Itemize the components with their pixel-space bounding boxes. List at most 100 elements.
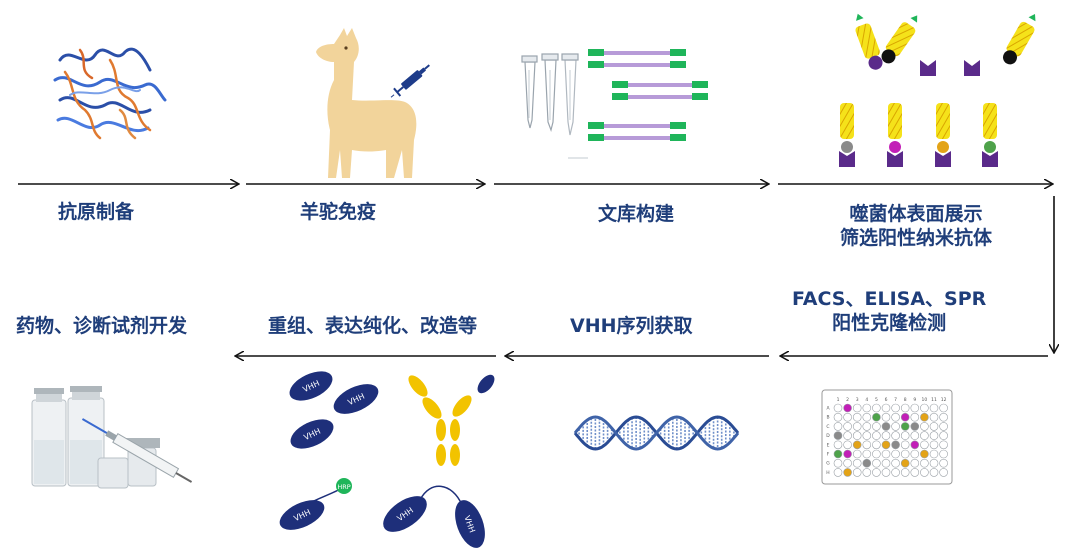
plate-well: [862, 458, 872, 468]
plate-well: [910, 403, 920, 413]
plate-well: [833, 403, 843, 413]
step-label-drug-development: 药物、诊断试剂开发: [16, 315, 188, 337]
plate-well: [939, 422, 948, 431]
plate-well: [881, 403, 891, 413]
plate-well: [891, 440, 900, 450]
flow-arrows: [18, 184, 1054, 356]
plate-well: [843, 449, 852, 459]
plate-column-label: 5: [875, 397, 878, 403]
syringe-icon: [81, 418, 193, 483]
plate-well: [872, 431, 881, 440]
plate-well: [862, 403, 872, 413]
plate-well: [843, 440, 852, 450]
plate-well: [881, 458, 891, 468]
plate-row-label: F: [827, 452, 830, 458]
plate-well: [852, 449, 862, 459]
plate-row-label: H: [826, 470, 829, 476]
plate-well: [939, 458, 948, 468]
plate-well: [881, 422, 891, 431]
plate-well: [843, 458, 852, 468]
plate-well: [900, 449, 910, 459]
plate-well: [833, 449, 843, 459]
plate-well: [920, 422, 929, 431]
plate-column-label: 8: [904, 397, 907, 403]
plate-column-label: 10: [922, 397, 928, 403]
plate-well: [891, 403, 900, 413]
plate-well: [891, 458, 900, 468]
fragment-1: [588, 49, 686, 68]
plate-well: [910, 449, 920, 459]
plate-row-label: D: [826, 433, 830, 439]
plate-well: [881, 468, 891, 477]
plate-well: [910, 412, 920, 422]
vhh-molecules-icon: VHH VHH VHH HRP VHH VHH VHH: [279, 371, 485, 548]
plate-well: [833, 468, 843, 477]
fragment-3: [588, 122, 686, 141]
plate-well: [881, 431, 891, 440]
plate-well: [891, 422, 900, 431]
plate-well: [881, 449, 891, 459]
plate-well: [920, 431, 929, 440]
step-label-phage-display: 噬菌体表面展示 筛选阳性纳米抗体: [840, 202, 992, 250]
plate-well: [852, 440, 862, 450]
step-label-positive-screening: FACS、ELISA、SPR 阳性克隆检测: [792, 287, 986, 335]
plate-well: [939, 403, 948, 413]
plate-well: [939, 449, 948, 459]
hrp-label: HRP: [337, 483, 350, 491]
plate-well: [833, 412, 843, 422]
plate-well: [843, 403, 852, 413]
syringe-icon: [390, 64, 430, 98]
plate-well: [929, 458, 939, 468]
plate-well: [852, 458, 862, 468]
plate-well: [939, 431, 948, 440]
plate-well: [843, 468, 852, 477]
plate-well: [929, 431, 939, 440]
step-label-recombinant-expression: 重组、表达纯化、改造等: [268, 315, 478, 337]
dna-strand: [573, 415, 740, 451]
plate-well: [900, 440, 910, 450]
step-label-antigen-prep: 抗原制备: [58, 201, 135, 223]
plate-well: [910, 440, 920, 450]
plate-well: [939, 440, 948, 450]
plate-well: [929, 440, 939, 450]
plate-column-label: 2: [846, 397, 849, 403]
plate-well: [852, 403, 862, 413]
plate-well: [910, 422, 920, 431]
plate-well: [862, 422, 872, 431]
plate-well: [833, 440, 843, 450]
plate-well: [872, 440, 881, 450]
plate-well: [929, 449, 939, 459]
step-label-line: 阳性克隆检测: [832, 312, 947, 334]
plate-well: [872, 458, 881, 468]
plate-well: [900, 468, 910, 477]
dna-helix-icon: [573, 415, 740, 451]
plate-well: [862, 449, 872, 459]
plate-well: [862, 440, 872, 450]
plate-well: [872, 412, 881, 422]
plate-well: [920, 403, 929, 413]
plate-well: [852, 422, 862, 431]
antibody-icon: [408, 374, 495, 466]
plate-well: [881, 440, 891, 450]
pcr-tubes-icon: [521, 53, 588, 159]
fragment-2: [612, 81, 708, 100]
plate-well: [872, 468, 881, 477]
plate-column-label: 7: [894, 397, 897, 403]
plate-well: [852, 431, 862, 440]
plate-well: [920, 440, 929, 450]
plate-well: [929, 412, 939, 422]
plate-well: [920, 449, 929, 459]
step-label-line: 噬菌体表面展示: [849, 203, 983, 225]
step-label-llama-immunization: 羊驼免疫: [300, 201, 377, 223]
plate-well: [939, 468, 948, 477]
plate-well: [843, 422, 852, 431]
plate-well: [881, 412, 891, 422]
step-label-library-construction: 文库构建: [598, 203, 675, 225]
plate-well: [833, 431, 843, 440]
plate-well: [843, 412, 852, 422]
plate-well: [910, 458, 920, 468]
plate-column-label: 12: [941, 397, 947, 403]
plate-column-label: 6: [885, 397, 888, 403]
